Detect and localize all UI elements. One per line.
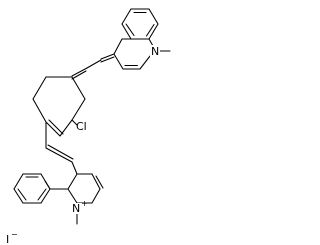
atom-iodide: I −	[6, 230, 18, 245]
structure-diagram: N Cl N + I −	[6, 8, 171, 245]
iodide-label: I	[6, 233, 9, 245]
bottom-quinolinium-pyridinium-ring	[67, 173, 104, 225]
bottom-quinolinium-benzo-ring	[13, 173, 69, 204]
atom-n-top: N	[150, 45, 160, 58]
bottom-vinyl-linker	[45, 121, 78, 175]
atom-cl: Cl	[76, 120, 91, 133]
top-quinoline-benzo-ring	[121, 8, 159, 40]
positive-charge-label: +	[81, 199, 88, 208]
chlorine-label: Cl	[76, 120, 87, 133]
nitrogen-label-bottom: N	[72, 202, 80, 215]
top-quinoline-pyridine-ring	[113, 38, 171, 70]
atom-n-bottom: N +	[72, 199, 88, 215]
top-vinyl-linker	[71, 53, 115, 80]
nitrogen-label-top: N	[151, 45, 159, 58]
negative-charge-label: −	[11, 230, 18, 239]
cyclohexene-ring	[32, 76, 86, 137]
